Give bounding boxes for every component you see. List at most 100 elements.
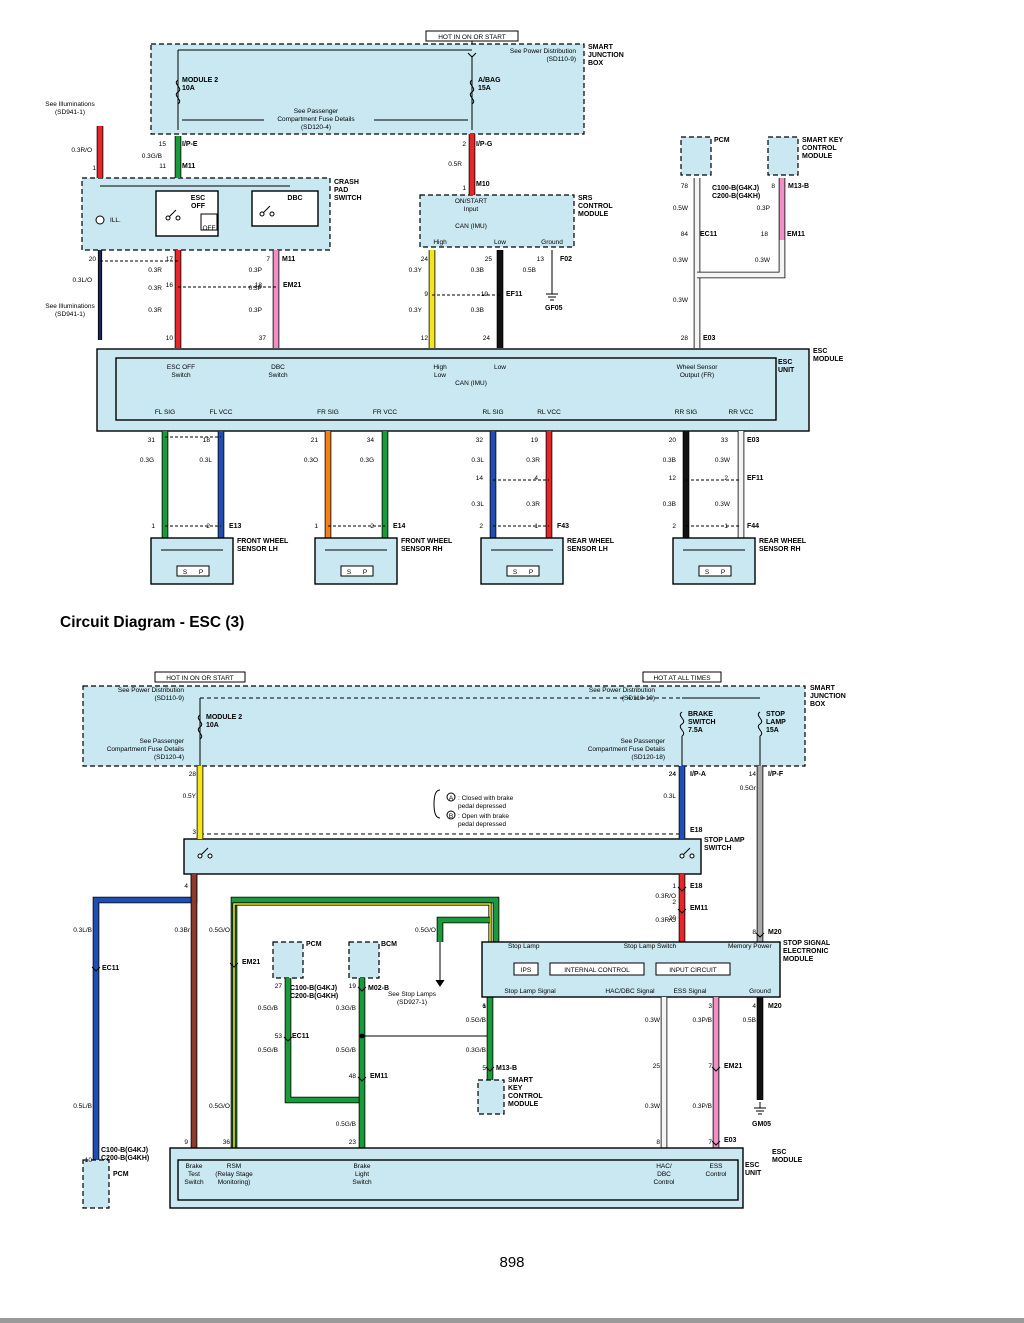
esc-unit-label-bottom: UNIT [745,1170,762,1177]
connector-id: M13-B [788,183,809,190]
connector-chevron [357,1076,367,1082]
wire-code: 0.3W [715,457,731,464]
pin-number: 11 [159,163,166,170]
pin-number: 18 [761,231,769,238]
esc-off-label: OFF [191,203,206,210]
wire-code: 0.5L/B [73,1103,92,1110]
unit-function-label: DBC [271,364,285,371]
unit-function-label: High [433,364,447,371]
wire-code: 0.3L [199,457,212,464]
see-passenger-right: (SD120-18) [631,754,665,761]
wire-code: 0.3W [645,1017,661,1024]
pin-number: 16 [166,282,174,289]
wire-code: 0.3L [663,793,676,800]
abag-fuse-label: 15A [478,85,491,92]
wire-code: 0.3G [360,457,374,464]
pin-number: 7 [708,1139,712,1146]
pin-number: 1 [534,523,538,530]
wire-code: 0.3W [755,257,771,264]
pin-number: 14 [476,475,484,482]
stop-lamp-fuse-label: LAMP [766,719,786,726]
pin-number: 3 [708,1003,712,1010]
pin-number: 36 [223,1139,231,1146]
stop-signal-label: ELECTRONIC [783,948,829,955]
smart-junction-box-bottom [82,685,806,767]
wire-code: 0.3P [249,307,262,314]
pin-number: 1 [462,185,466,192]
unit-signal-label: FL SIG [155,409,175,416]
esc-off-switch-contact-pivot [165,215,171,221]
see-passenger-left: (SD120-4) [154,754,184,761]
wheel-sensor-box-0 [150,537,234,585]
brake-switch-fuse-label: SWITCH [688,719,716,726]
pin-number: 12 [669,475,677,482]
c100-label-bottom: C100-B(G4KJ) [290,985,337,992]
esc-off-label: ESC [191,195,205,202]
off-icon-label: OFF [203,225,216,232]
unit-signal-label: FR SIG [317,409,339,416]
unit-signal-label: RL VCC [537,409,561,416]
pin-number: 9 [424,291,428,298]
pin-number: 2 [462,141,466,148]
pin-number: 10 [85,1157,93,1164]
pin-number: 24 [421,256,429,263]
wire-code: 0.3G [140,457,154,464]
stop-lamp-switch-label: STOP LAMP [704,837,745,844]
connector-id: GF05 [545,305,563,312]
pin-number: 21 [311,437,319,444]
pin-number: 84 [681,231,689,238]
input-circuit-label: INPUT CIRCUIT [669,967,717,974]
connector-chevron [677,908,687,914]
pin-number: 19 [349,983,357,990]
esc-unit-top [115,357,777,421]
see-stop-lamps-label: See Stop Lamps [388,991,437,998]
see-passenger-right: See Passenger [621,738,666,745]
crash-pad-switch-label: SWITCH [334,195,362,202]
connector-id: M11 [182,163,195,170]
pin-number: 8 [771,183,775,190]
connector-id: I/P-G [476,141,493,148]
wire-code: 0.5W [673,205,689,212]
wire-code: 0.3Br [174,927,190,934]
smart-junction-box-label-bottom: SMART [810,685,836,692]
connector-id: F02 [560,256,572,263]
see-passenger-details: Compartment Fuse Details [277,116,355,123]
pin-number: 28 [189,771,197,778]
see-power-distribution: See Power Distribution [510,48,576,55]
see-power-right: See Power Distribution [589,687,655,694]
esc-unit-function-label: Switch [184,1179,204,1186]
pin-number: 20 [669,915,677,922]
pin-number: 10 [166,335,174,342]
wire-code: 0.3Y [409,307,423,314]
unit-function-label: Output (FR) [680,372,714,379]
esc-unit-bottom [177,1159,739,1201]
wire-code: 0.3R [148,307,162,314]
wheel-sensor-label: REAR WHEEL [759,538,807,545]
pin-number: 34 [367,437,375,444]
unit-signal-label: RR VCC [729,409,754,416]
connector-id: I/P-A [690,771,706,778]
connector-id: M20 [768,929,782,936]
see-power-right: (SD110-10) [622,695,655,702]
connector-chevron [711,1140,721,1146]
pin-number: 2 [206,523,210,530]
unit-function-label: Switch [171,372,191,379]
esc-off-switch-contact-contact [175,215,181,221]
srs-module-label: CONTROL [578,203,613,210]
srs-input-label: Input [464,206,479,213]
wire-code: 0.3R/O [655,893,676,900]
c100-label-left: C200-B(G4KH) [101,1155,149,1162]
abag-fuse-label: A/BAG [478,77,501,84]
legend-b-line2: pedal depressed [458,821,506,828]
see-passenger-left: Compartment Fuse Details [107,746,185,753]
unit-low-label: Low [494,364,506,371]
connector-id: EM21 [242,959,260,966]
wire-code: 0.3R [148,285,162,292]
stop-switch-a-pivot [679,853,685,859]
wire-code: 0.3R [526,501,540,508]
connector-id: EF11 [506,291,522,298]
sensor-s-label: S [183,569,188,576]
esc-unit-function-label: Control [706,1171,728,1178]
esc-module-label-bottom: MODULE [772,1157,803,1164]
